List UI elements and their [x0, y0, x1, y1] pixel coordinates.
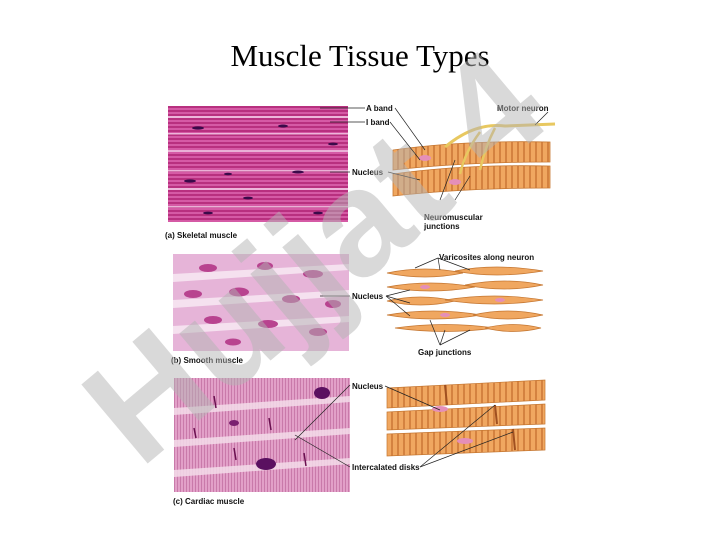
skeletal-illustration: [392, 122, 556, 197]
label-i-band: I band: [366, 118, 390, 127]
smooth-micrograph: [173, 254, 349, 351]
label-motor-neuron: Motor neuron: [497, 104, 549, 113]
caption-smooth: (b) Smooth muscle: [171, 356, 244, 365]
label-intercalated-disks: Intercalated disks: [352, 463, 420, 472]
smooth-illustration: [386, 266, 544, 332]
label-skeletal-nucleus: Nucleus: [352, 168, 384, 177]
caption-cardiac: (c) Cardiac muscle: [173, 497, 245, 506]
skeletal-micrograph: [168, 106, 348, 222]
slide-title: Muscle Tissue Types: [230, 38, 490, 73]
label-gap-junctions: Gap junctions: [418, 348, 472, 357]
label-smooth-nucleus: Nucleus: [352, 292, 384, 301]
label-neuromuscular: Neuromuscular: [424, 213, 483, 222]
caption-skeletal: (a) Skeletal muscle: [165, 231, 238, 240]
label-junctions: junctions: [424, 222, 460, 231]
label-a-band: A band: [366, 104, 393, 113]
label-varicosities: Varicosites along neuron: [439, 253, 535, 262]
label-cardiac-nucleus: Nucleus: [352, 382, 384, 391]
cardiac-micrograph: [174, 378, 350, 492]
